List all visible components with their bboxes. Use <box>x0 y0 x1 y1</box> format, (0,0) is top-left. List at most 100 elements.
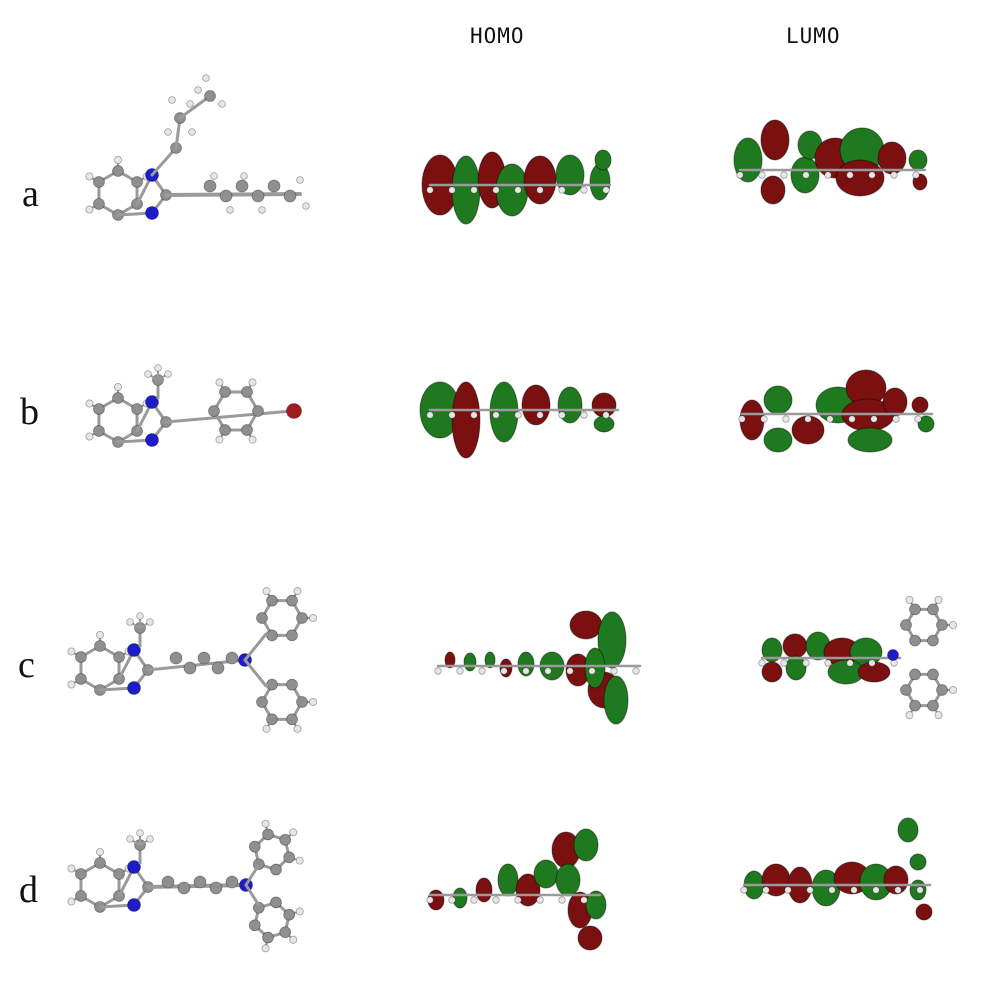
orbital-lobe-positive <box>897 817 919 843</box>
hydrogen-atom <box>500 667 508 675</box>
orbital-lobe-negative <box>915 903 933 921</box>
carbon-atom <box>251 189 265 203</box>
hydrogen-atom <box>558 411 566 419</box>
hydrogen-atom <box>67 680 76 689</box>
carbon-atom <box>279 926 292 939</box>
hydrogen-atom <box>610 667 618 675</box>
hydrogen-atom <box>470 896 478 904</box>
molecule-structure-b <box>85 364 302 448</box>
hydrogen-atom <box>188 128 196 136</box>
hydrogen-atom <box>426 186 434 194</box>
bromine-atom <box>286 403 302 419</box>
orbital-lobe-positive <box>785 655 807 681</box>
carbon-atom <box>219 386 231 398</box>
carbon-atom <box>197 651 211 665</box>
carbon-atom <box>900 619 912 631</box>
hydrogen-atom <box>126 835 134 843</box>
hydrogen-atom <box>194 86 202 94</box>
hydrogen-atom <box>164 370 172 378</box>
hydrogen-atom <box>894 886 902 894</box>
hydrogen-atom <box>258 206 266 214</box>
orbital-lobe-positive <box>763 385 793 415</box>
carbon-atom <box>248 840 261 853</box>
hydrogen-atom <box>308 614 317 623</box>
hydrogen-atom <box>85 399 94 408</box>
hydrogen-atom <box>762 886 770 894</box>
carbon-atom <box>252 901 265 914</box>
nitrogen-atom <box>127 898 141 912</box>
hydrogen-atom <box>492 896 500 904</box>
carbon-atom <box>75 673 87 685</box>
nitrogen-atom <box>127 643 141 657</box>
hydrogen-atom <box>492 411 500 419</box>
hydrogen-atom <box>522 667 530 675</box>
hydrogen-atom <box>892 415 900 423</box>
carbon-atom <box>93 425 105 437</box>
lumo-orbital-d <box>740 817 933 921</box>
carbon-atom <box>225 875 239 889</box>
hydrogen-atom <box>934 595 943 604</box>
orbital-lobe-positive <box>533 859 559 889</box>
nitrogen-atom <box>145 395 159 409</box>
orbital-lobe-positive <box>908 149 928 171</box>
orbital-lobe-positive <box>847 427 893 453</box>
hydrogen-atom <box>536 896 544 904</box>
hydrogen-atom <box>85 205 94 214</box>
carbon-atom <box>283 189 297 203</box>
hydrogen-atom <box>296 176 304 184</box>
hydrogen-atom <box>566 667 574 675</box>
hydrogen-atom <box>293 724 302 733</box>
hydrogen-atom <box>136 612 144 620</box>
carbon-atom <box>256 696 268 708</box>
hydrogen-atom <box>802 171 810 179</box>
hydrogen-atom <box>760 415 768 423</box>
hydrogen-atom <box>96 848 105 857</box>
carbon-atom <box>286 713 298 726</box>
carbon-atom <box>286 594 298 607</box>
molecule-structure-d <box>67 819 304 953</box>
hydrogen-atom <box>470 186 478 194</box>
orbital-lobe-negative <box>451 381 481 459</box>
hydrogen-atom <box>154 364 162 372</box>
hydrogen-atom <box>580 411 588 419</box>
hydrogen-atom <box>67 647 76 656</box>
carbon-atom <box>296 696 308 708</box>
column-header-homo: HOMO <box>470 24 525 48</box>
orbital-lobe-positive <box>463 652 477 672</box>
hydrogen-atom <box>289 828 298 837</box>
carbon-atom <box>209 881 223 895</box>
hydrogen-atom <box>780 659 788 667</box>
hydrogen-atom <box>602 186 610 194</box>
carbon-atom <box>267 179 281 193</box>
carbon-atom <box>927 603 939 616</box>
hydrogen-atom <box>261 819 270 828</box>
hydrogen-atom <box>434 667 442 675</box>
hydrogen-atom <box>784 886 792 894</box>
nitrogen-atom <box>145 206 159 220</box>
hydrogen-atom <box>295 907 304 916</box>
hydrogen-atom <box>308 698 317 707</box>
carbon-atom <box>131 403 143 415</box>
lumo-orbital-c <box>758 631 902 685</box>
hydrogen-atom <box>872 886 880 894</box>
hydrogen-atom <box>448 411 456 419</box>
row-label-c: c <box>18 644 35 686</box>
hydrogen-atom <box>136 829 144 837</box>
carbon-atom <box>208 405 220 417</box>
hydrogen-atom <box>218 100 226 108</box>
hydrogen-atom <box>536 186 544 194</box>
carbon-atom <box>193 875 207 889</box>
carbon-atom <box>235 179 249 193</box>
orbital-lobe-positive <box>495 163 529 217</box>
molecule-structure-c <box>67 587 317 733</box>
orbital-lobe-positive <box>497 863 519 897</box>
hydrogen-atom <box>448 186 456 194</box>
orbital-lobe-positive <box>603 675 629 725</box>
hydrogen-atom <box>738 415 746 423</box>
orbital-lobe-positive <box>585 890 607 920</box>
hydrogen-atom <box>580 896 588 904</box>
carbon-atom <box>279 833 292 846</box>
hydrogen-atom <box>470 411 478 419</box>
homo-orbital-c <box>434 610 642 725</box>
carbon-atom <box>936 684 948 696</box>
